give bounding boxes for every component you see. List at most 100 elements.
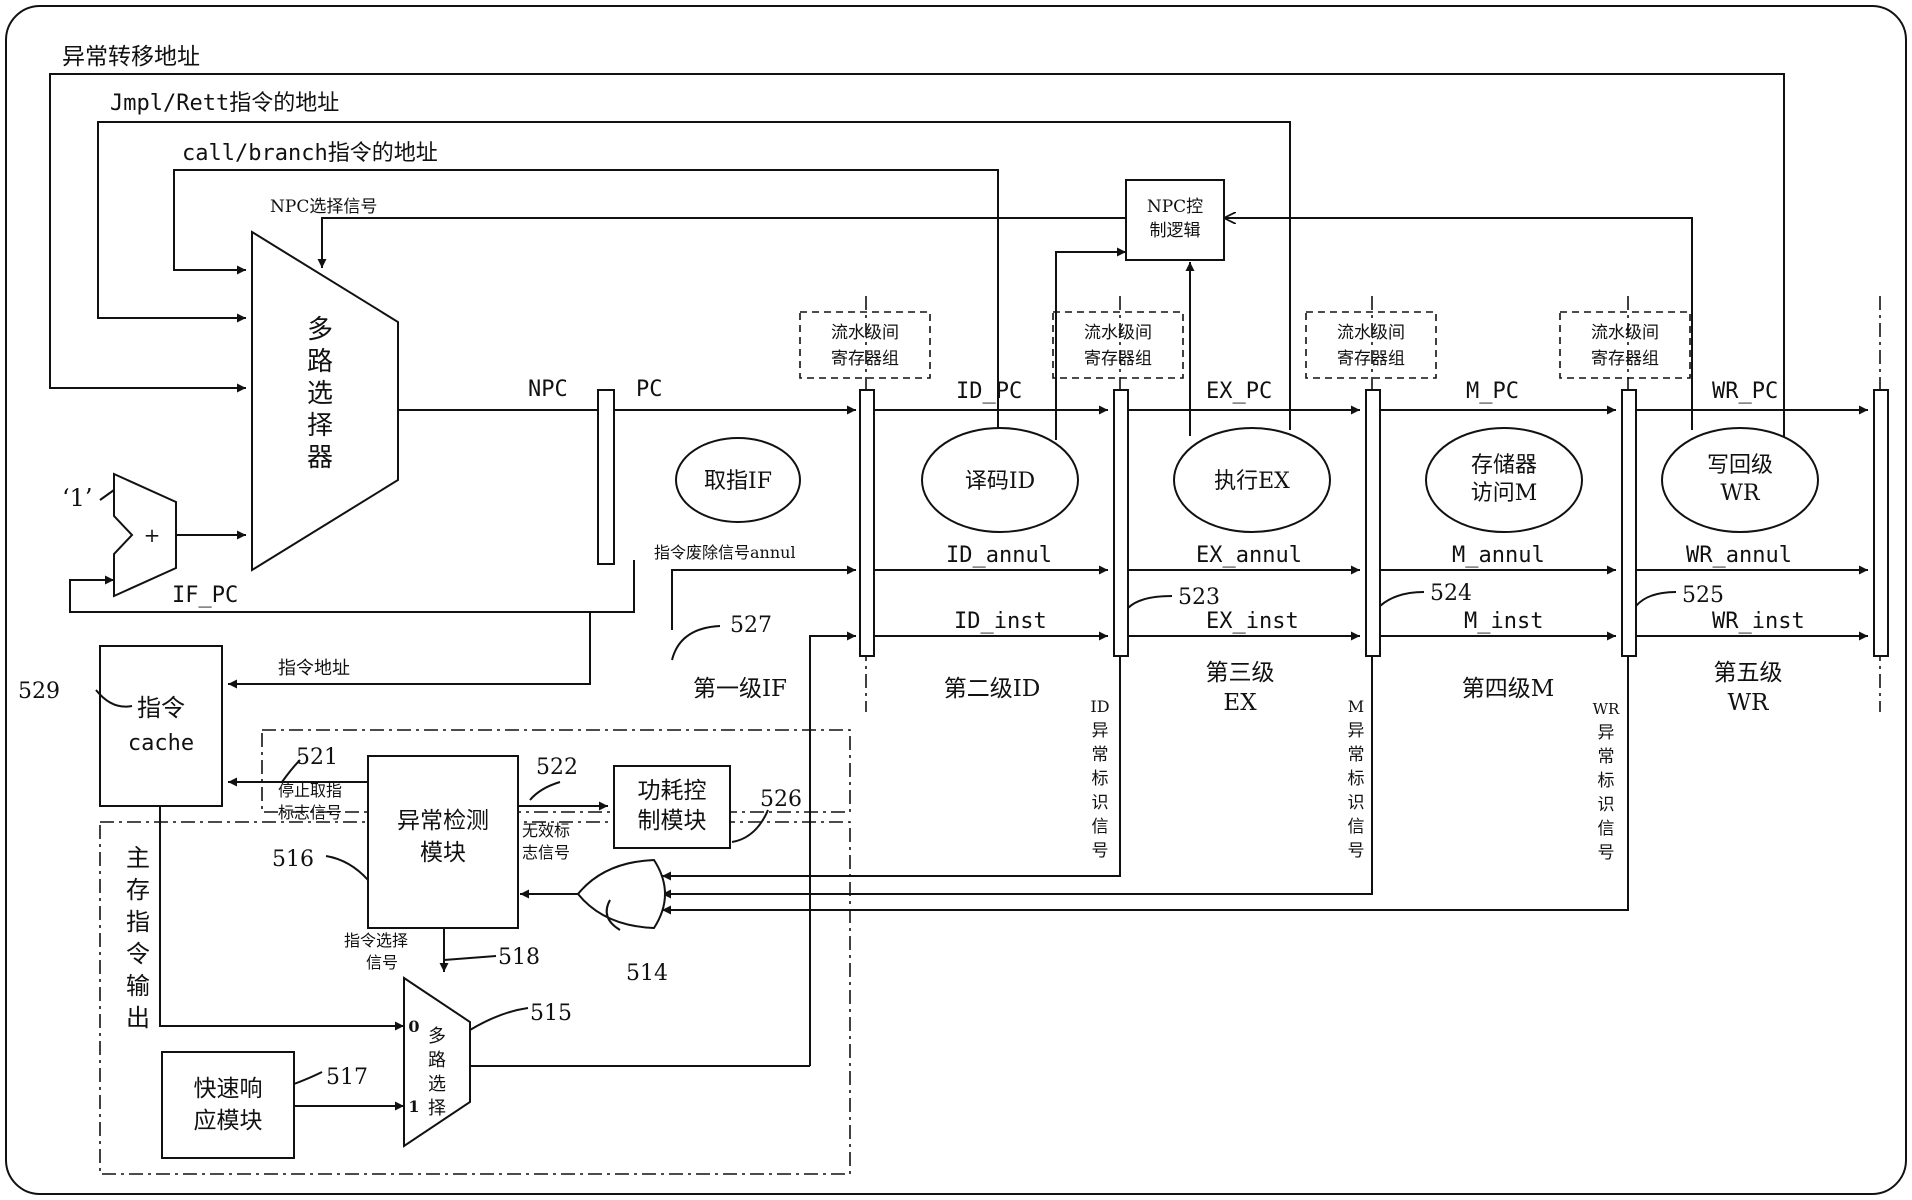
ref-529: 529 [18,679,60,704]
pipe-reg-label-3a: 流水级间 [1337,323,1405,343]
call-addr-bus: call/branch指令的地址 [173,141,999,430]
wr-pc-label: WR_PC [1712,379,1778,404]
ref-514: 514 [626,961,668,986]
pc-label: PC [636,377,663,402]
stop-fetch-label-2: 标志信号 [278,803,342,822]
ref-518: 518 [498,945,540,970]
mm-char-6: 出 [126,1004,150,1032]
exception-detection-module: 异常检测 模块 [367,755,519,929]
fast-resp-line1: 快速响 [194,1076,263,1102]
exception-flags: ID 异 常 标 识 信 号 M 异 常 标 识 信 号 WR 异 常 标 识 … [1090,697,1620,863]
wr-flag-0: WR [1593,700,1620,718]
bottom-region-dashed [99,821,851,1175]
id-stage-ellipse: 译码ID [965,469,1035,494]
jmpl-addr-bus: Jmpl/Rett指令的地址 [97,91,1291,430]
stage4-label: 第四级M [1462,676,1555,702]
ctrl-region-dashed [261,729,851,813]
invalid-flag-label-2: 志信号 [522,843,570,862]
m-pc-label: M_PC [1466,379,1519,404]
mux-char-1: 多 [307,315,333,345]
pipe-reg-4 [1621,389,1637,657]
stop-fetch-label-1: 停止取指 [278,781,342,800]
power-ctrl-line1: 功耗控 [638,778,707,804]
pipe-reg-5 [1873,389,1889,657]
main-mem-out-label: 主 存 指 令 输 出 [126,844,150,1032]
small-mux-3: 选 [428,1074,446,1095]
npc-ctrl-line2: 制逻辑 [1150,221,1201,241]
if-stage-ellipse: 取指IF [704,469,772,494]
pipe-reg-label-3b: 寄存器组 [1337,349,1405,369]
const-one-line [99,489,115,501]
m-flag-4: 识 [1348,793,1365,813]
ref-515: 515 [530,1001,572,1026]
fast-resp-line2: 应模块 [194,1108,263,1134]
adder-plus: + [144,523,161,547]
ex-annul-label: EX_annul [1196,543,1302,568]
ref-527: 527 [730,613,772,638]
mux-char-4: 择 [307,411,333,441]
outer-frame [5,5,1907,1195]
small-mux-1: 多 [428,1026,446,1047]
ref-523: 523 [1178,585,1220,610]
exception-addr-bus: 异常转移地址 [49,44,1785,440]
m-annul-label: M_annul [1452,543,1545,568]
ref-524: 524 [1430,581,1472,606]
id-flag-1: 异 [1092,721,1109,741]
wr-flag-3: 标 [1598,771,1615,791]
stage5-label-2: WR [1728,690,1770,716]
mm-char-1: 主 [126,844,150,872]
pipe-reg-label-2b: 寄存器组 [1084,349,1152,369]
annul-row: 指令废除信号annul ID_annul EX_annul M_annul WR… [654,543,1868,630]
if-pc-feedback [69,560,635,613]
exc-detect-line1: 异常检测 [397,808,489,834]
pipeline-registers [859,296,1889,712]
jmpl-addr-label: Jmpl/Rett指令的地址 [110,91,339,116]
pipe-reg-label-4b: 寄存器组 [1591,349,1659,369]
mm-char-2: 存 [126,876,150,904]
instruction-cache: 指令 cache [99,645,223,807]
or-gate [576,858,666,930]
icache-line2: cache [128,731,194,756]
pc-row: ID_PC EX_PC M_PC WR_PC [874,379,1868,415]
power-ctrl-line2: 制模块 [638,808,707,834]
small-mux-4: 择 [428,1098,446,1119]
if-pc-label: IF_PC [172,583,238,608]
wr-inst-label: WR_inst [1712,609,1805,634]
npc-select-line: NPC选择信号 [270,197,1126,268]
const-one-label: ‘1’ [62,484,93,512]
power-control-module: 功耗控 制模块 [613,765,731,849]
m-flag-6: 号 [1348,841,1365,861]
wr-flag-2: 常 [1598,747,1615,767]
id-pc-label: ID_PC [956,379,1022,404]
ref-526: 526 [760,787,802,812]
mux-char-2: 路 [307,347,333,377]
ref-522: 522 [536,755,578,780]
ref-517: 517 [326,1065,368,1090]
m-stage-ellipse-2: 访问M [1471,481,1538,506]
m-flag-5: 信 [1348,817,1365,837]
stage5-label-1: 第五级 [1714,660,1783,686]
id-to-npc-ctrl [1055,247,1126,440]
id-annul-label: ID_annul [946,543,1052,568]
ex-stage-ellipse: 执行EX [1214,469,1290,494]
ref-521: 521 [296,745,338,770]
stage3-label-1: 第三级 [1206,660,1275,686]
stage3-label-2: EX [1223,690,1257,716]
stage2-label: 第二级ID [944,676,1041,702]
id-flag-2: 常 [1092,745,1109,765]
fast-response-module: 快速响 应模块 [161,1051,295,1159]
id-flag-6: 号 [1092,841,1109,861]
m-flag-0: M [1348,697,1364,716]
id-flag-3: 标 [1092,769,1109,789]
small-mux-2: 路 [428,1050,446,1071]
id-inst-label: ID_inst [954,609,1047,634]
inst-addr-line [228,612,591,689]
inst-select-label-2: 信号 [366,953,398,972]
main-mem-out-line [159,806,404,1031]
id-flag-4: 识 [1092,793,1109,813]
inst-addr-label: 指令地址 [278,658,350,679]
ref-516: 516 [272,847,314,872]
call-addr-label: call/branch指令的地址 [182,141,438,166]
npc-control-logic: NPC控 制逻辑 [1125,179,1225,261]
